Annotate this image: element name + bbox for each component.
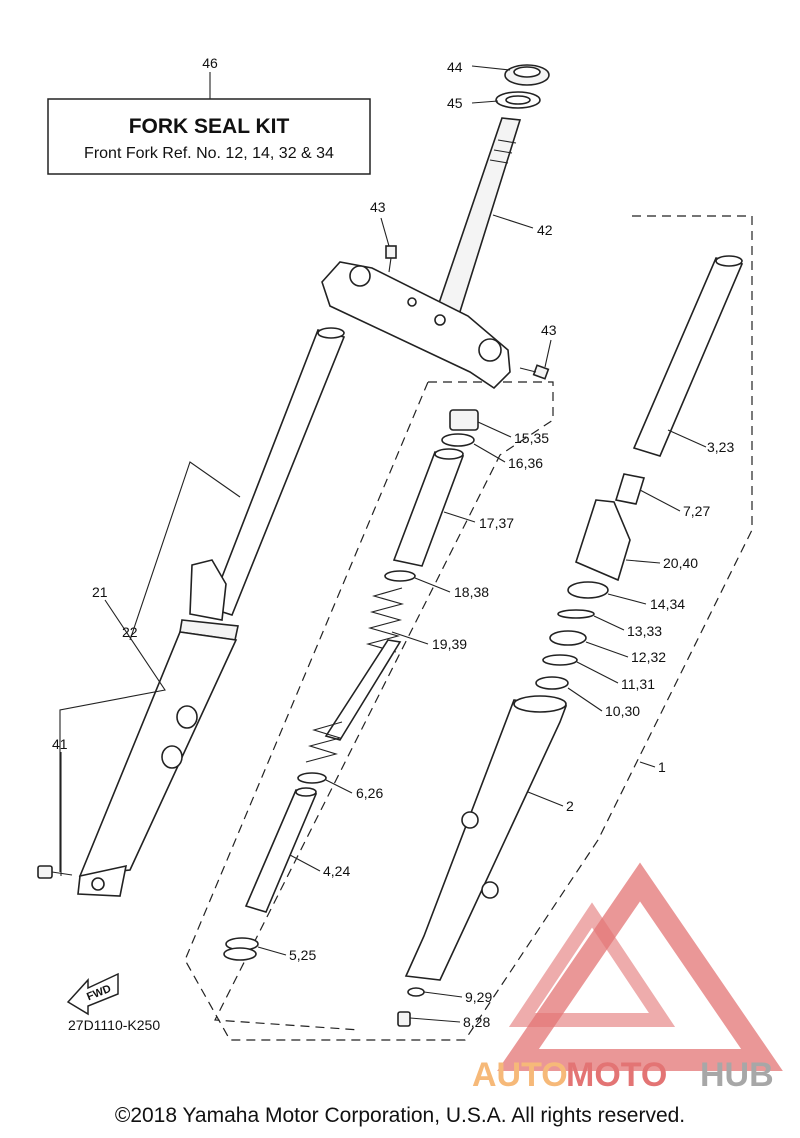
callout-15-35: 15,35 [514,430,549,446]
watermark-part-auto: AUTO [472,1056,568,1094]
callout-4-24: 4,24 [323,863,350,879]
automotohub-watermark: AUTO MOTO HUB [472,862,783,1094]
steering-stem-assembly [321,64,550,390]
copyright-notice: ©2018 Yamaha Motor Corporation, U.S.A. A… [115,1104,685,1127]
callout-16-36: 16,36 [508,455,543,471]
callout-7-27: 7,27 [683,503,710,519]
callout-43-bottom: 43 [541,322,557,338]
callout-42: 42 [537,222,553,238]
kit-box-subtitle: Front Fork Ref. No. 12, 14, 32 & 34 [84,145,334,162]
callout-44: 44 [447,59,463,75]
right-fork-parts [397,255,744,1027]
callout-1: 1 [658,759,666,775]
callout-43-top: 43 [370,199,386,215]
callout-22: 22 [122,624,138,640]
diagram-code: 27D1110-K250 [68,1017,160,1033]
callout-9-29: 9,29 [465,989,492,1005]
callout-41: 41 [52,736,68,752]
leader-lines [59,65,707,1023]
callout-5-25: 5,25 [289,947,316,963]
outer-assembly-outline [184,215,753,1041]
callout-13-33: 13,33 [627,623,662,639]
callout-11-31: 11,31 [621,676,655,692]
callout-6-26: 6,26 [356,785,383,801]
watermark-part-moto: MOTO [566,1056,667,1094]
callout-3-23: 3,23 [707,439,734,455]
callout-18-38: 18,38 [454,584,489,600]
fork-seal-kit-box: 46 FORK SEAL KIT Front Fork Ref. No. 12,… [47,55,371,175]
callout-20-40: 20,40 [663,555,698,571]
callout-17-37: 17,37 [479,515,514,531]
callout-8-28: 8,28 [463,1014,490,1030]
callout-labels: 44 45 42 43 43 15,35 16,36 17,37 18,38 1… [52,59,734,1030]
watermark-part-hub: HUB [700,1056,774,1094]
inner-damper-parts [223,409,479,961]
callout-2: 2 [566,798,574,814]
callout-46: 46 [202,55,218,71]
fwd-arrow-icon: FWD [66,972,119,1016]
callout-19-39: 19,39 [432,636,467,652]
callout-14-34: 14,34 [650,596,685,612]
callout-12-32: 12,32 [631,649,666,665]
left-fork-leg [37,327,346,897]
kit-box-title: FORK SEAL KIT [129,115,290,138]
callout-10-30: 10,30 [605,703,640,719]
callout-45: 45 [447,95,463,111]
callout-21: 21 [92,584,108,600]
